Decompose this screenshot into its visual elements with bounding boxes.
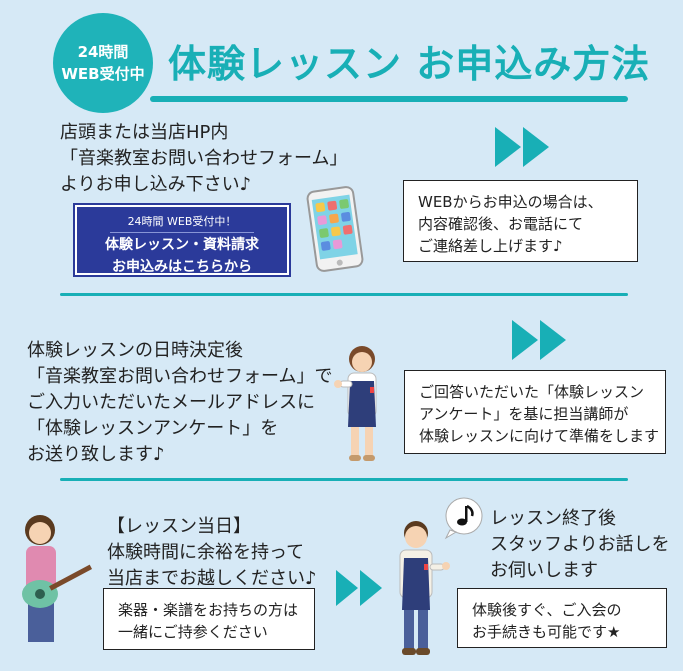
step2-line: 体験レッスンの日時決定後 [27, 340, 243, 361]
step3-line: 【レッスン当日】 [107, 516, 251, 537]
apply-button-label-1: 体験レッスン・資料請求 [105, 237, 259, 253]
smartphone-illustration [300, 183, 370, 279]
step1-note-box: WEBからお申込の場合は、 内容確認後、お電話にて ご連絡差し上げます♪ [403, 180, 638, 262]
double-arrow-icon [495, 125, 555, 169]
step3-after-line: スタッフよりお話しを [490, 534, 670, 555]
step1-line: 「音楽教室お問い合わせフォーム」 [60, 148, 348, 169]
step1-note-line: ご連絡差し上げます♪ [418, 237, 563, 255]
step2-line: 「体験レッスンアンケート」を [27, 418, 279, 439]
step3-bring-box: 楽器・楽譜をお持ちの方は 一緒にご持参ください [103, 588, 315, 650]
step3-note-line: 体験後すぐ、ご入会の [472, 601, 622, 619]
apply-button[interactable]: 24時間 WEB受付中！ 体験レッスン・資料請求 お申込みはこちらから [75, 205, 289, 275]
web-reception-badge: 24時間 WEB受付中 [53, 13, 153, 113]
step2-text: 体験レッスンの日時決定後 「音楽教室お問い合わせフォーム」で ご入力いただいたメ… [27, 338, 332, 468]
step3-after-line: レッスン終了後 [490, 508, 616, 529]
step3-box-line: 一緒にご持参ください [118, 623, 268, 641]
step3-box-line: 楽器・楽譜をお持ちの方は [118, 601, 299, 619]
female-staff-illustration [330, 343, 390, 469]
step3-note-box: 体験後すぐ、ご入会の お手続きも可能です★ [457, 588, 667, 648]
section-divider [60, 478, 628, 481]
step1-line: よりお申し込み下さい♪ [60, 174, 252, 195]
title-underline [150, 96, 628, 102]
male-staff-illustration [386, 518, 452, 662]
step2-note-line: アンケート」を基に担当講師が [419, 405, 629, 423]
page-title: 体験レッスン お申込み方法 [168, 42, 651, 86]
step1-note-line: 内容確認後、お電話にて [418, 215, 584, 233]
apply-button-label-2: お申込みはこちらから [112, 259, 252, 275]
apply-button-small-label: 24時間 WEB受付中！ [109, 213, 255, 233]
step3-line: 体験時間に余裕を持って [107, 542, 305, 563]
guitarist-illustration [10, 508, 100, 652]
music-note-bubble [442, 496, 486, 544]
double-arrow-icon [512, 318, 572, 362]
section-divider [60, 293, 628, 296]
step2-note-line: 体験レッスンに向けて準備をします [419, 427, 660, 445]
step1-text: 店頭または当店HP内 「音楽教室お問い合わせフォーム」 よりお申し込み下さい♪ [60, 120, 347, 198]
step1-note-line: WEBからお申込の場合は、 [418, 193, 603, 211]
step3-text: 【レッスン当日】 体験時間に余裕を持って 当店までお越しください♪ [107, 514, 317, 592]
step2-line: 「音楽教室お問い合わせフォーム」で [27, 366, 333, 387]
step3-after-line: お伺いします [490, 560, 598, 581]
badge-line-2: WEB受付中 [61, 65, 145, 83]
step2-note-line: ご回答いただいた「体験レッスン [419, 383, 645, 401]
step3-line: 当店までお越しください♪ [107, 568, 317, 589]
step2-line: ご入力いただいたメールアドレスに [27, 392, 315, 413]
double-arrow-icon [336, 568, 386, 608]
step1-line: 店頭または当店HP内 [60, 122, 229, 143]
step2-note-box: ご回答いただいた「体験レッスン アンケート」を基に担当講師が 体験レッスンに向け… [404, 370, 666, 454]
badge-line-1: 24時間 [77, 43, 129, 61]
step2-line: お送り致します♪ [27, 444, 165, 465]
step3-note-line: お手続きも可能です★ [472, 623, 621, 641]
step3-after-text: レッスン終了後 スタッフよりお話しを お伺いします [490, 506, 670, 584]
